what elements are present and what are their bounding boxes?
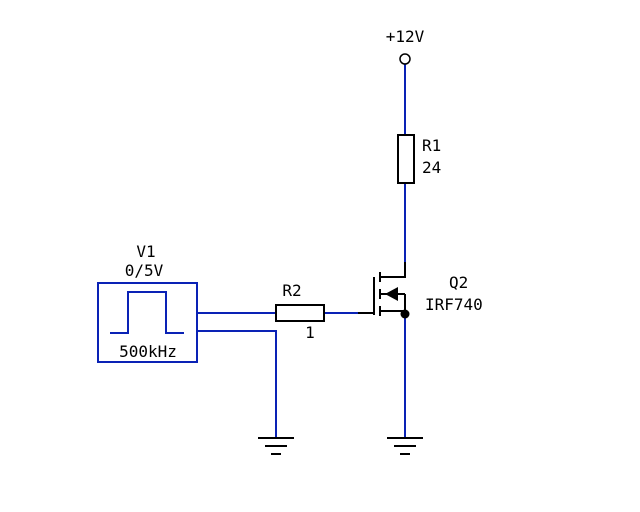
pulse-waveform-icon [110,291,184,334]
supply-node-icon [399,53,411,65]
mosfet-ref: Q2 [449,273,468,292]
supply-terminal: +12V [386,27,425,65]
wires [198,64,406,438]
mosfet-drain-lead [380,262,406,278]
resistor-r1: R1 24 [397,134,441,184]
resistor-r2-value: 1 [305,323,315,342]
resistor-r1-ref: R1 [422,136,441,155]
mosfet-q2 [358,262,410,319]
resistor-r2-ref: R2 [282,281,301,300]
resistor-r2-body [275,304,325,322]
resistor-r1-body [397,134,415,184]
source-levels: 0/5V [125,261,164,280]
source-ground [258,437,294,455]
supply-label: +12V [386,27,425,46]
n-channel-mosfet-icon [385,287,398,301]
source-box [97,282,198,363]
wire-v1-ground [198,330,277,438]
resistor-r1-value: 24 [422,158,441,177]
pulse-source-v1: V1 0/5V 500kHz [97,242,198,363]
mosfet-ground [387,437,423,455]
source-frequency: 500kHz [119,342,177,361]
resistor-r2: R2 1 [275,281,325,342]
source-ref: V1 [136,242,155,261]
mosfet-part: IRF740 [425,295,483,314]
mosfet-source-junction [400,309,410,319]
